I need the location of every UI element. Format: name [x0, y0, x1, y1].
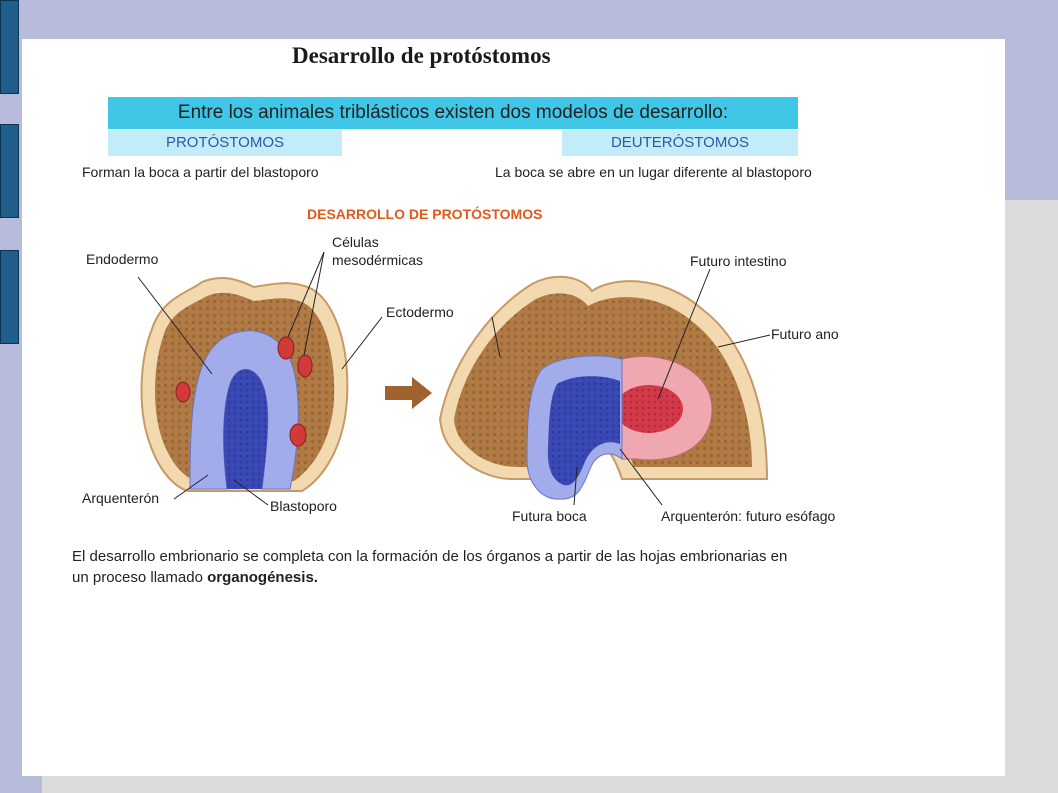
later-embryo [438, 275, 769, 500]
future-intestine [615, 385, 683, 433]
footer-text: El desarrollo embrionario se completa co… [72, 546, 792, 588]
mesodermal-cell [175, 381, 191, 403]
archenteron-cavity [223, 369, 268, 489]
protostome-development-figure [137, 251, 771, 506]
footer-bold-term: organogénesis. [207, 569, 318, 586]
label-futuro-ano: Futuro ano [771, 326, 839, 342]
mesodermal-cell [277, 336, 295, 360]
development-arrow [385, 377, 432, 409]
label-blastoporo: Blastoporo [270, 498, 337, 514]
slide-title: Desarrollo de protóstomos [292, 43, 551, 68]
deuterostomes-tag: DEUTERÓSTOMOS [562, 130, 798, 156]
footer-body: El desarrollo embrionario se completa co… [72, 548, 788, 586]
archenteron-cavity-right [547, 376, 620, 486]
leader-lines [137, 251, 771, 506]
label-futuro-intestino: Futuro intestino [690, 253, 787, 269]
mesodermal-cell [289, 423, 307, 447]
label-endodermo: Endodermo [86, 251, 159, 267]
label-arquenteron: Arquenterón [82, 490, 160, 506]
intro-banner: Entre los animales triblásticos existen … [108, 97, 798, 129]
mesodermal-cell [297, 354, 313, 378]
slide: Desarrollo de protóstomos Entre los anim… [22, 39, 1005, 776]
label-mesodermicas: mesodérmicas [332, 252, 424, 268]
side-tab-3[interactable] [0, 250, 19, 344]
label-futura-boca: Futura boca [512, 508, 587, 524]
protostomes-tag: PROTÓSTOMOS [108, 130, 342, 156]
side-tab-1[interactable] [0, 0, 19, 94]
label-arquenteron-esofago: Arquenterón: futuro esófago [661, 508, 836, 524]
protostomes-description: Forman la boca a partir del blastoporo [82, 164, 319, 180]
side-tab-2[interactable] [0, 124, 19, 218]
gastrula-embryo [140, 276, 349, 492]
label-celulas: Células [332, 234, 379, 250]
deuterostomes-description: La boca se abre en un lugar diferente al… [495, 164, 812, 180]
figure-heading: DESARROLLO DE PROTÓSTOMOS [307, 206, 543, 222]
label-ectodermo: Ectodermo [386, 304, 454, 320]
